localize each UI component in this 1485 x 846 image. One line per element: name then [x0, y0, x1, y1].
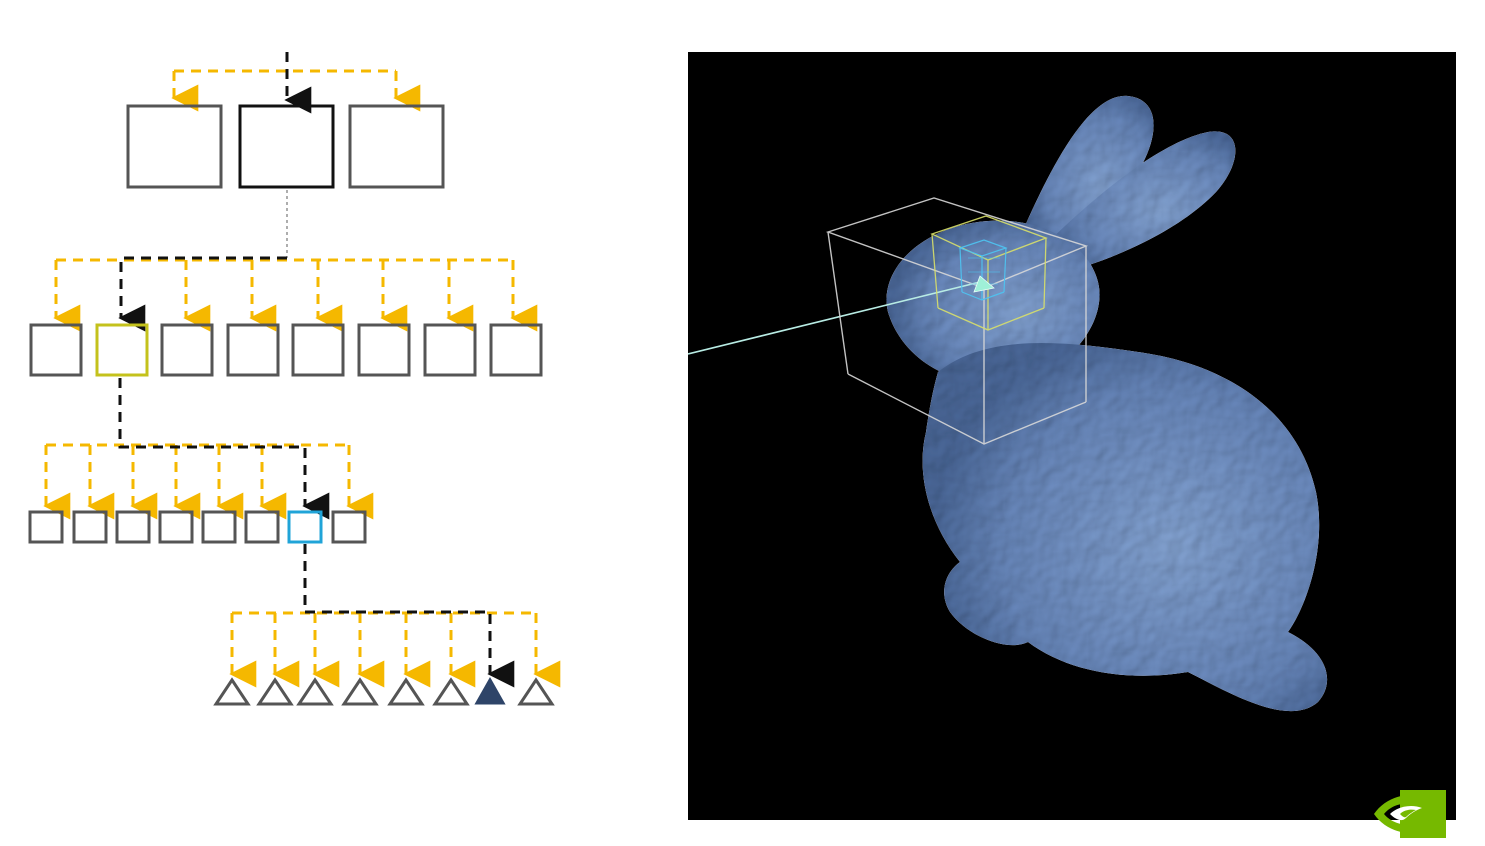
leaf-triangle: [341, 677, 379, 706]
leaf-triangle: [256, 677, 294, 706]
leaf-triangle: [296, 677, 334, 706]
level-1-node: [126, 104, 223, 189]
outer-bounding-box: [825, 197, 1089, 445]
level-2-connectors: [53, 256, 538, 332]
level-3-node: [331, 510, 367, 544]
level-1-node-selected: [238, 104, 335, 189]
level-2-node: [489, 323, 543, 377]
level-2-node: [423, 323, 477, 377]
bunny-render: [688, 95, 1328, 712]
level-3-connectors: [43, 378, 374, 520]
bvh-traversal-diagram: [28, 52, 561, 706]
level-1-connectors: [171, 52, 421, 114]
leaf-connectors: [229, 544, 561, 688]
level-3-node: [115, 510, 151, 544]
hit-triangle: [973, 275, 995, 293]
level-2-nodes: [29, 323, 543, 377]
nvidia-logo: [1374, 790, 1446, 838]
leaf-triangle: [213, 677, 251, 706]
level-1-node: [348, 104, 445, 189]
ray: [688, 281, 981, 355]
level-2-node: [291, 323, 345, 377]
level-2-node-selected: [95, 323, 149, 377]
level-2-node: [160, 323, 214, 377]
leaf-triangle: [387, 677, 425, 706]
level-3-node: [72, 510, 108, 544]
level-3-node: [201, 510, 237, 544]
level-3-node-selected: [287, 510, 323, 544]
level-3-node: [158, 510, 194, 544]
level-2-node: [357, 323, 411, 377]
level-3-node: [28, 510, 64, 544]
bunny: [886, 95, 1328, 712]
level-2-node: [29, 323, 83, 377]
level-2-node: [226, 323, 280, 377]
level-1-nodes: [126, 104, 445, 189]
level-3-nodes: [28, 510, 367, 544]
leaf-triangle: [432, 677, 470, 706]
level-3-node: [244, 510, 280, 544]
leaf-triangle: [517, 677, 555, 706]
render-viewport: [688, 52, 1456, 820]
mid-bounding-box: [930, 215, 1048, 331]
leaf-triangle-hit: [474, 676, 506, 705]
leaf-triangles: [213, 676, 555, 706]
